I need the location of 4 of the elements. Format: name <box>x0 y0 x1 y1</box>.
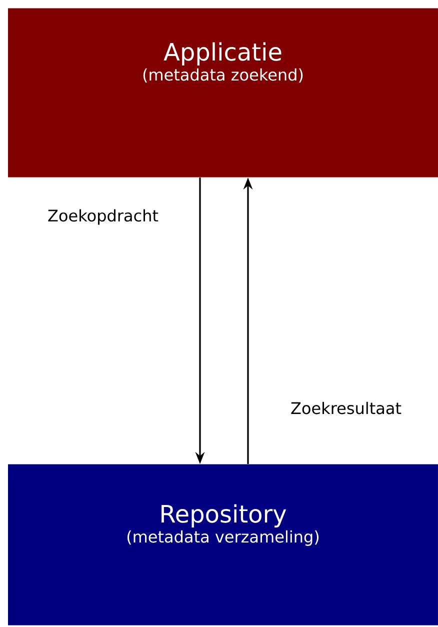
edge-label: Zoekresultaat <box>289 400 403 416</box>
process-box: Repository (metadata verzameling) <box>8 464 438 626</box>
edge-label: Zoekopdracht <box>46 208 160 226</box>
process-box: Applicatie (metadata zoekend) <box>8 8 438 178</box>
